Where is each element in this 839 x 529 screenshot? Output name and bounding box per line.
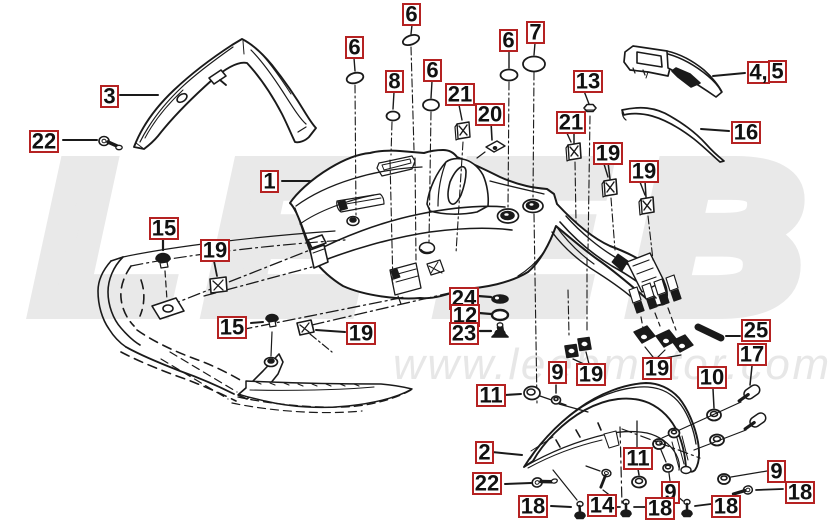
svg-text:21: 21 <box>448 82 472 107</box>
svg-text:8: 8 <box>388 69 400 94</box>
svg-text:10: 10 <box>700 365 724 390</box>
svg-text:6: 6 <box>405 2 417 27</box>
svg-text:15: 15 <box>220 315 244 340</box>
svg-text:6: 6 <box>348 35 360 60</box>
svg-text:4,: 4, <box>749 60 767 85</box>
svg-text:19: 19 <box>632 159 656 184</box>
svg-text:6: 6 <box>502 28 514 53</box>
svg-text:11: 11 <box>626 446 649 471</box>
svg-text:25: 25 <box>744 318 768 343</box>
svg-text:22: 22 <box>475 471 499 496</box>
svg-text:7: 7 <box>529 20 541 45</box>
svg-text:19: 19 <box>645 356 669 381</box>
svg-text:22: 22 <box>32 129 56 154</box>
svg-text:19: 19 <box>596 141 620 166</box>
svg-text:20: 20 <box>478 102 502 127</box>
svg-text:9: 9 <box>770 459 782 484</box>
svg-text:1: 1 <box>263 169 275 194</box>
svg-text:11: 11 <box>479 383 502 408</box>
svg-text:16: 16 <box>734 120 758 145</box>
svg-text:19: 19 <box>349 321 373 346</box>
svg-text:21: 21 <box>559 110 583 135</box>
svg-text:3: 3 <box>103 84 115 109</box>
svg-text:5: 5 <box>771 59 783 84</box>
svg-text:13: 13 <box>576 69 600 94</box>
svg-text:2: 2 <box>478 440 490 465</box>
svg-text:18: 18 <box>648 496 672 521</box>
svg-text:17: 17 <box>740 342 764 367</box>
svg-text:15: 15 <box>152 216 176 241</box>
svg-text:19: 19 <box>579 362 603 387</box>
svg-text:19: 19 <box>203 238 227 263</box>
svg-text:6: 6 <box>426 58 438 83</box>
svg-text:18: 18 <box>521 494 545 519</box>
svg-text:23: 23 <box>452 321 476 346</box>
svg-text:14: 14 <box>590 493 615 518</box>
svg-text:B: B <box>635 123 801 352</box>
svg-text:18: 18 <box>714 494 738 519</box>
svg-text:9: 9 <box>551 360 563 385</box>
svg-text:18: 18 <box>788 480 812 505</box>
